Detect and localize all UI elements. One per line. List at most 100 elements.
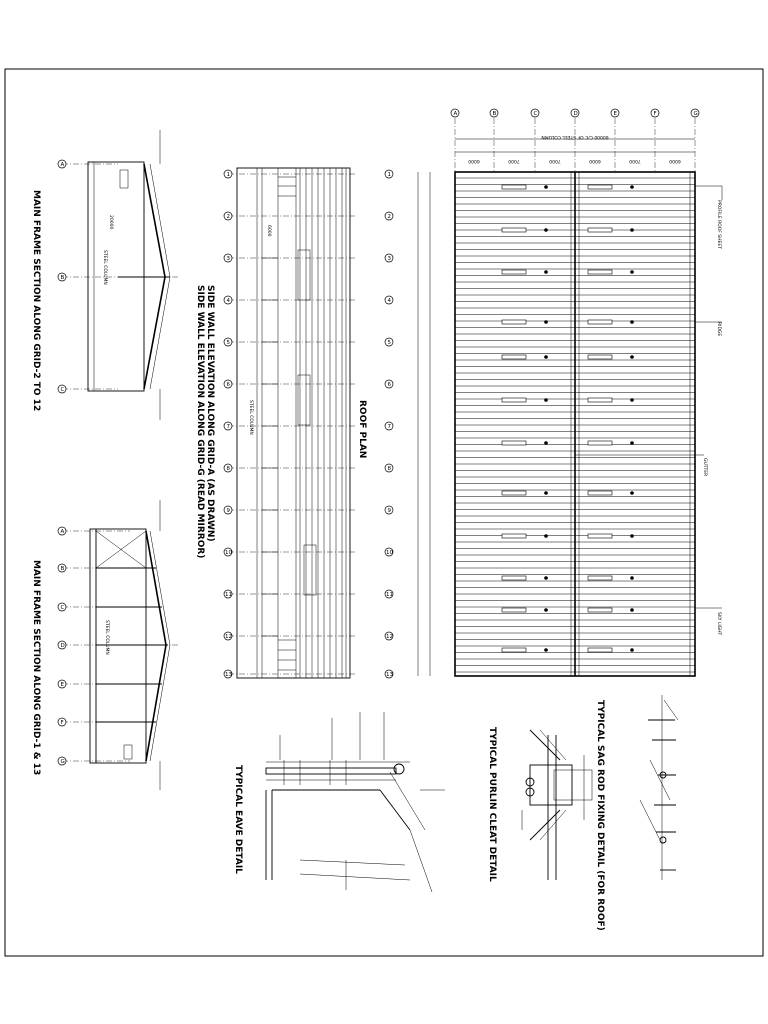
purlin-detail-title: TYPICAL PURLIN CLEAT DETAIL: [487, 727, 497, 882]
roof-overall-dim: 60000 C/C OF STEEL COLUMN: [541, 134, 608, 140]
purlin-mark: [501, 440, 527, 446]
purlin-mark: [501, 607, 527, 613]
svg-text:B: B: [493, 111, 497, 117]
svg-text:A: A: [61, 529, 65, 535]
bolt-dot: [630, 608, 634, 612]
bolt-dot: [544, 491, 548, 495]
svg-text:7: 7: [388, 424, 392, 430]
svg-text:STEEL COLUMN: STEEL COLUMN: [104, 620, 110, 655]
purlin-mark: [587, 533, 613, 539]
purlin-mark: [587, 607, 613, 613]
svg-text:E: E: [614, 111, 618, 117]
bolt-dot: [544, 185, 548, 189]
purlin-mark: [587, 319, 613, 325]
svg-text:12: 12: [225, 634, 232, 640]
svg-text:8: 8: [227, 466, 231, 472]
svg-text:C: C: [534, 111, 538, 117]
callout-gutter: GUTTER: [702, 458, 708, 476]
bolt-dot: [630, 320, 634, 324]
bolt-dot: [544, 398, 548, 402]
bolt-dot: [544, 320, 548, 324]
svg-text:D: D: [574, 111, 578, 117]
grid-bubble: B: [61, 275, 65, 281]
svg-text:6000: 6000: [669, 158, 681, 164]
svg-text:6000: 6000: [266, 225, 272, 237]
svg-text:9: 9: [388, 508, 392, 514]
svg-text:G: G: [694, 111, 698, 117]
svg-text:F: F: [654, 111, 657, 117]
svg-text:A: A: [454, 111, 458, 117]
callout-ridge: RIDGE: [716, 322, 722, 336]
main-frame-section-2-12: A B C STEEL COLUMN 20000 MAIN FRAME SECT…: [31, 130, 178, 420]
svg-text:F: F: [61, 720, 64, 726]
svg-text:5: 5: [388, 340, 392, 346]
svg-text:1: 1: [388, 172, 392, 178]
purlin-mark: [501, 184, 527, 190]
sag-rod-detail: TYPICAL SAG ROD FIXING DETAIL (FOR ROOF): [595, 695, 679, 931]
main-frame-1-13-title: MAIN FRAME SECTION ALONG GRID-1 & 13: [31, 560, 41, 775]
svg-text:6000: 6000: [468, 158, 480, 164]
purlin-mark: [587, 647, 613, 653]
purlin-mark: [501, 397, 527, 403]
bolt-dot: [630, 355, 634, 359]
grid-bubble: A: [61, 162, 65, 168]
purlin-mark: [587, 397, 613, 403]
roof-plan-title: ROOF PLAN: [357, 400, 367, 458]
svg-text:3: 3: [388, 256, 392, 262]
roof-purlin-markers: [501, 184, 634, 653]
svg-text:6000: 6000: [589, 158, 601, 164]
svg-text:B: B: [61, 566, 65, 572]
svg-text:13: 13: [386, 672, 393, 678]
callout-sky-light: SKY LIGHT: [716, 612, 722, 636]
svg-text:7000: 7000: [508, 158, 520, 164]
svg-text:1: 1: [227, 172, 231, 178]
eave-detail: TYPICAL EAVE DETAIL: [233, 712, 445, 893]
svg-text:13: 13: [225, 672, 232, 678]
purlin-mark: [501, 533, 527, 539]
purlin-mark: [501, 575, 527, 581]
purlin-mark: [501, 227, 527, 233]
svg-text:G: G: [61, 759, 65, 765]
svg-text:9: 9: [227, 508, 231, 514]
grid-bubble: C: [61, 387, 65, 393]
bolt-dot: [544, 608, 548, 612]
side-wall-cladding: [299, 168, 347, 678]
svg-text:11: 11: [386, 592, 393, 598]
svg-text:6: 6: [388, 382, 392, 388]
purlin-mark: [587, 490, 613, 496]
bolt-dot: [544, 270, 548, 274]
side-wall-title-a: SIDE WALL ELEVATION ALONG GRID-A (AS DRA…: [205, 285, 215, 542]
svg-text:5: 5: [227, 340, 231, 346]
bolt-dot: [544, 355, 548, 359]
bolt-dot: [544, 576, 548, 580]
svg-text:12: 12: [386, 634, 393, 640]
bolt-dot: [630, 648, 634, 652]
bolt-dot: [630, 576, 634, 580]
main-frame-section-1-13: A B C D E F G STEEL COLUMN MAIN FRAME SE…: [31, 500, 178, 790]
purlin-mark: [587, 184, 613, 190]
svg-text:STEEL COLUMN: STEEL COLUMN: [248, 400, 254, 435]
purlin-mark: [501, 319, 527, 325]
eave-detail-title: TYPICAL EAVE DETAIL: [233, 765, 243, 874]
main-frame-2-12-title: MAIN FRAME SECTION ALONG GRID-2 TO 12: [31, 190, 41, 411]
roof-sheet-lines: [455, 177, 695, 673]
bolt-dot: [544, 228, 548, 232]
svg-text:3: 3: [227, 256, 231, 262]
purlin-mark: [587, 440, 613, 446]
purlin-mark: [501, 354, 527, 360]
svg-text:4: 4: [227, 298, 231, 304]
purlin-mark: [587, 354, 613, 360]
bolt-dot: [630, 534, 634, 538]
svg-text:D: D: [61, 643, 65, 649]
svg-text:10: 10: [386, 550, 393, 556]
callout-roof-sheet: PROFILE ROOF SHEET: [716, 200, 722, 249]
svg-text:7: 7: [227, 424, 231, 430]
bolt-dot: [630, 270, 634, 274]
svg-text:7000: 7000: [549, 158, 561, 164]
svg-text:20000: 20000: [108, 215, 114, 229]
roof-plan-grid-top: A B C D E F G: [450, 108, 700, 172]
bolt-dot: [544, 648, 548, 652]
svg-text:STEEL COLUMN: STEEL COLUMN: [102, 250, 108, 285]
svg-text:6: 6: [227, 382, 231, 388]
